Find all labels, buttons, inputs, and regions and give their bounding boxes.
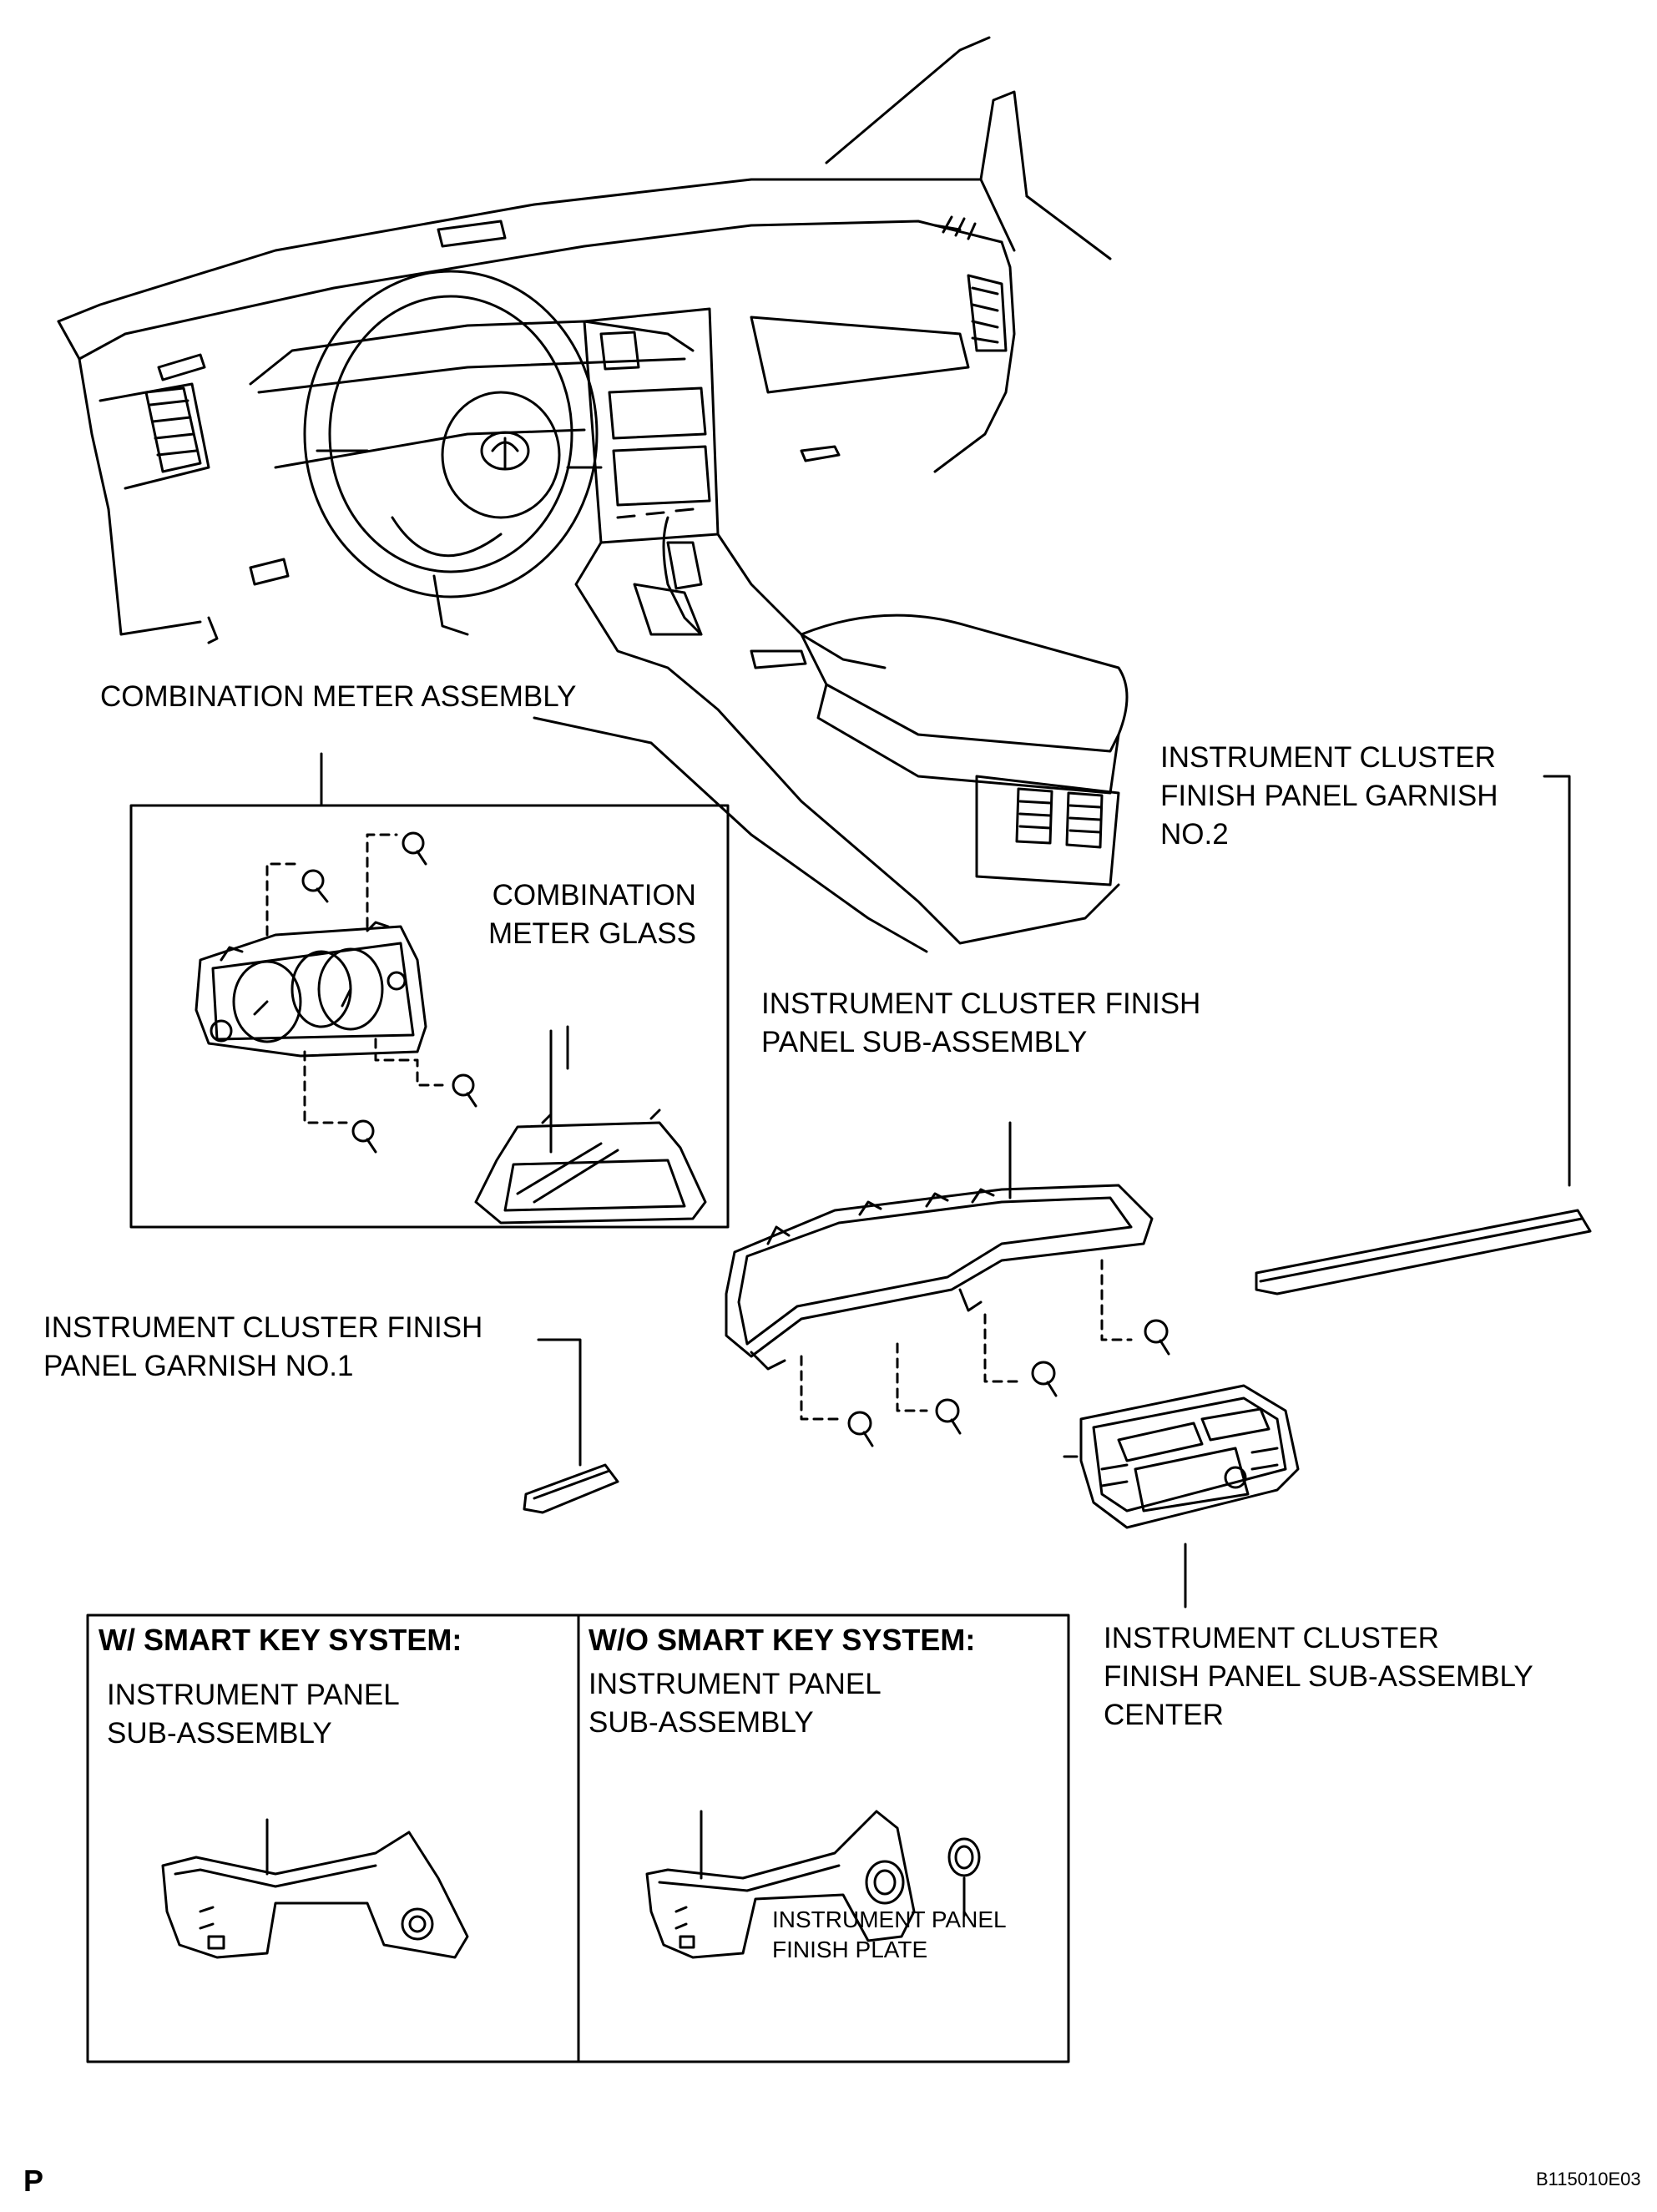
cluster-center-drawing — [1063, 1384, 1300, 1529]
page-mark: P — [23, 2164, 44, 2198]
label-combination-meter-glass: COMBINATION METER GLASS — [488, 879, 696, 950]
cluster-finish-panel-drawing — [725, 1184, 1170, 1447]
garnish-no1-drawing — [523, 1463, 619, 1514]
label-panel-sub-right: INSTRUMENT PANEL SUB-ASSEMBLY — [589, 1668, 882, 1739]
leader-lines — [320, 752, 1571, 1608]
garnish-no2-drawing — [1255, 1209, 1592, 1295]
label-cluster-finish-panel-sub-assembly: INSTRUMENT CLUSTER FINISH PANEL SUB-ASSE… — [761, 987, 1201, 1058]
dashboard-overview-drawing — [57, 36, 1129, 953]
combination-meter-box — [129, 804, 730, 1229]
panel-sub-left-drawing — [161, 1818, 469, 1959]
header-with-smart-key: W/ SMART KEY SYSTEM: — [99, 1623, 462, 1657]
label-garnish-no1: INSTRUMENT CLUSTER FINISH PANEL GARNISH … — [43, 1311, 483, 1382]
figure-code: B115010E03 — [1536, 2169, 1641, 2189]
panel-sub-right-drawing — [645, 1810, 981, 1959]
label-garnish-no2: INSTRUMENT CLUSTER FINISH PANEL GARNISH … — [1160, 741, 1498, 851]
label-combination-meter-assembly: COMBINATION METER ASSEMBLY — [100, 680, 577, 713]
variant-boxes — [86, 1614, 1070, 2063]
label-panel-sub-left: INSTRUMENT PANEL SUB-ASSEMBLY — [107, 1679, 400, 1750]
label-cluster-center: INSTRUMENT CLUSTER FINISH PANEL SUB-ASSE… — [1104, 1622, 1533, 1731]
header-without-smart-key: W/O SMART KEY SYSTEM: — [589, 1623, 976, 1657]
label-finish-plate: INSTRUMENT PANEL FINISH PLATE — [772, 1906, 1007, 1962]
